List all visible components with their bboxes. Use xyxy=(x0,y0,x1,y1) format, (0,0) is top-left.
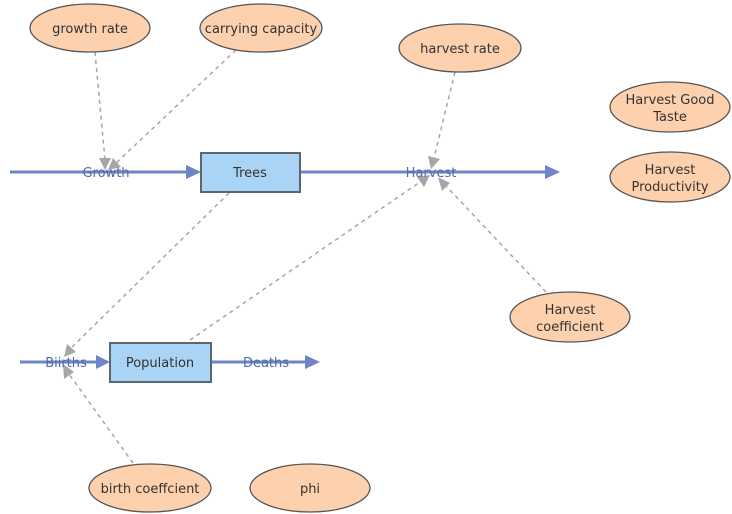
stock-population-label: Population xyxy=(126,356,194,371)
growth-flow-arrowhead xyxy=(186,165,201,179)
variable-harvest-coefficient-label: coefficient xyxy=(536,320,604,335)
variable-harvest-productivity-label: Productivity xyxy=(631,180,708,195)
variable-growth-rate-label: growth rate xyxy=(52,22,128,37)
link-carrying-capacity-to-growth xyxy=(115,49,237,164)
harvest-flow-arrowhead xyxy=(545,165,560,179)
variable-phi-shape[interactable] xyxy=(249,463,371,513)
variable-birth-coefficient[interactable]: birth coeffcient xyxy=(88,463,212,513)
variable-harvest-productivity[interactable]: Harvest Productivity xyxy=(609,151,731,203)
variable-harvest-rate[interactable]: harvest rate xyxy=(398,23,522,73)
stock-trees-box[interactable] xyxy=(200,152,301,193)
link-trees-to-births xyxy=(70,192,230,349)
link-arrowhead xyxy=(64,344,76,357)
link-growth-rate-to-growth xyxy=(94,51,106,161)
growth-flow-label[interactable]: Growth xyxy=(82,166,129,181)
variable-birth-coefficient-label: birth coeffcient xyxy=(101,482,200,497)
variable-harvest-productivity-shape[interactable] xyxy=(609,151,731,203)
link-arrowhead xyxy=(99,158,111,170)
link-population-to-harvest xyxy=(189,181,421,341)
deaths-flow-arrowhead xyxy=(305,355,320,369)
link-arrowhead xyxy=(63,364,74,379)
links xyxy=(63,49,547,464)
link-arrowhead xyxy=(108,158,121,170)
variable-harvest-good-taste-shape[interactable] xyxy=(609,81,731,133)
link-arrowhead xyxy=(428,156,440,169)
link-harvest-rate-to-harvest xyxy=(433,71,456,159)
stock-trees-label: Trees xyxy=(232,166,267,181)
variable-carrying-capacity-label: carrying capacity xyxy=(205,22,318,37)
flows xyxy=(10,165,560,369)
variable-harvest-coefficient-label: Harvest xyxy=(545,303,596,318)
deaths-flow-label[interactable]: Deaths xyxy=(243,356,289,371)
births-flow-label[interactable]: Biirths xyxy=(45,356,87,371)
variable-carrying-capacity-shape[interactable] xyxy=(199,3,323,53)
link-birth-coefficient-to-births xyxy=(68,373,134,464)
variable-harvest-coefficient-shape[interactable] xyxy=(509,291,631,343)
stock-trees[interactable]: Trees xyxy=(200,152,301,193)
variable-phi-label: phi xyxy=(300,482,320,497)
variable-harvest-good-taste-label: Taste xyxy=(652,110,687,125)
stock-population[interactable]: Population xyxy=(109,342,212,383)
variable-harvest-rate-label: harvest rate xyxy=(420,42,500,57)
variable-carrying-capacity[interactable]: carrying capacity xyxy=(199,3,323,53)
variable-growth-rate-shape[interactable] xyxy=(29,3,151,53)
variable-harvest-coefficient[interactable]: Harvest coefficient xyxy=(509,291,631,343)
stock-population-box[interactable] xyxy=(109,342,212,383)
link-arrowhead xyxy=(438,177,450,191)
variable-harvest-good-taste-label: Harvest Good xyxy=(625,93,714,108)
link-arrowhead xyxy=(417,175,430,187)
variable-harvest-productivity-label: Harvest xyxy=(645,163,696,178)
variable-harvest-rate-shape[interactable] xyxy=(398,23,522,73)
link-harvest-coefficient-to-harvest xyxy=(445,185,547,293)
variable-phi[interactable]: phi xyxy=(249,463,371,513)
harvest-flow-label[interactable]: Harvest xyxy=(406,166,457,181)
flow-labels: Growth Harvest Biirths Deaths xyxy=(45,166,456,371)
variable-harvest-good-taste[interactable]: Harvest Good Taste xyxy=(609,81,731,133)
variable-growth-rate[interactable]: growth rate xyxy=(29,3,151,53)
variable-birth-coefficient-shape[interactable] xyxy=(88,463,212,513)
births-flow-arrowhead xyxy=(96,355,110,369)
